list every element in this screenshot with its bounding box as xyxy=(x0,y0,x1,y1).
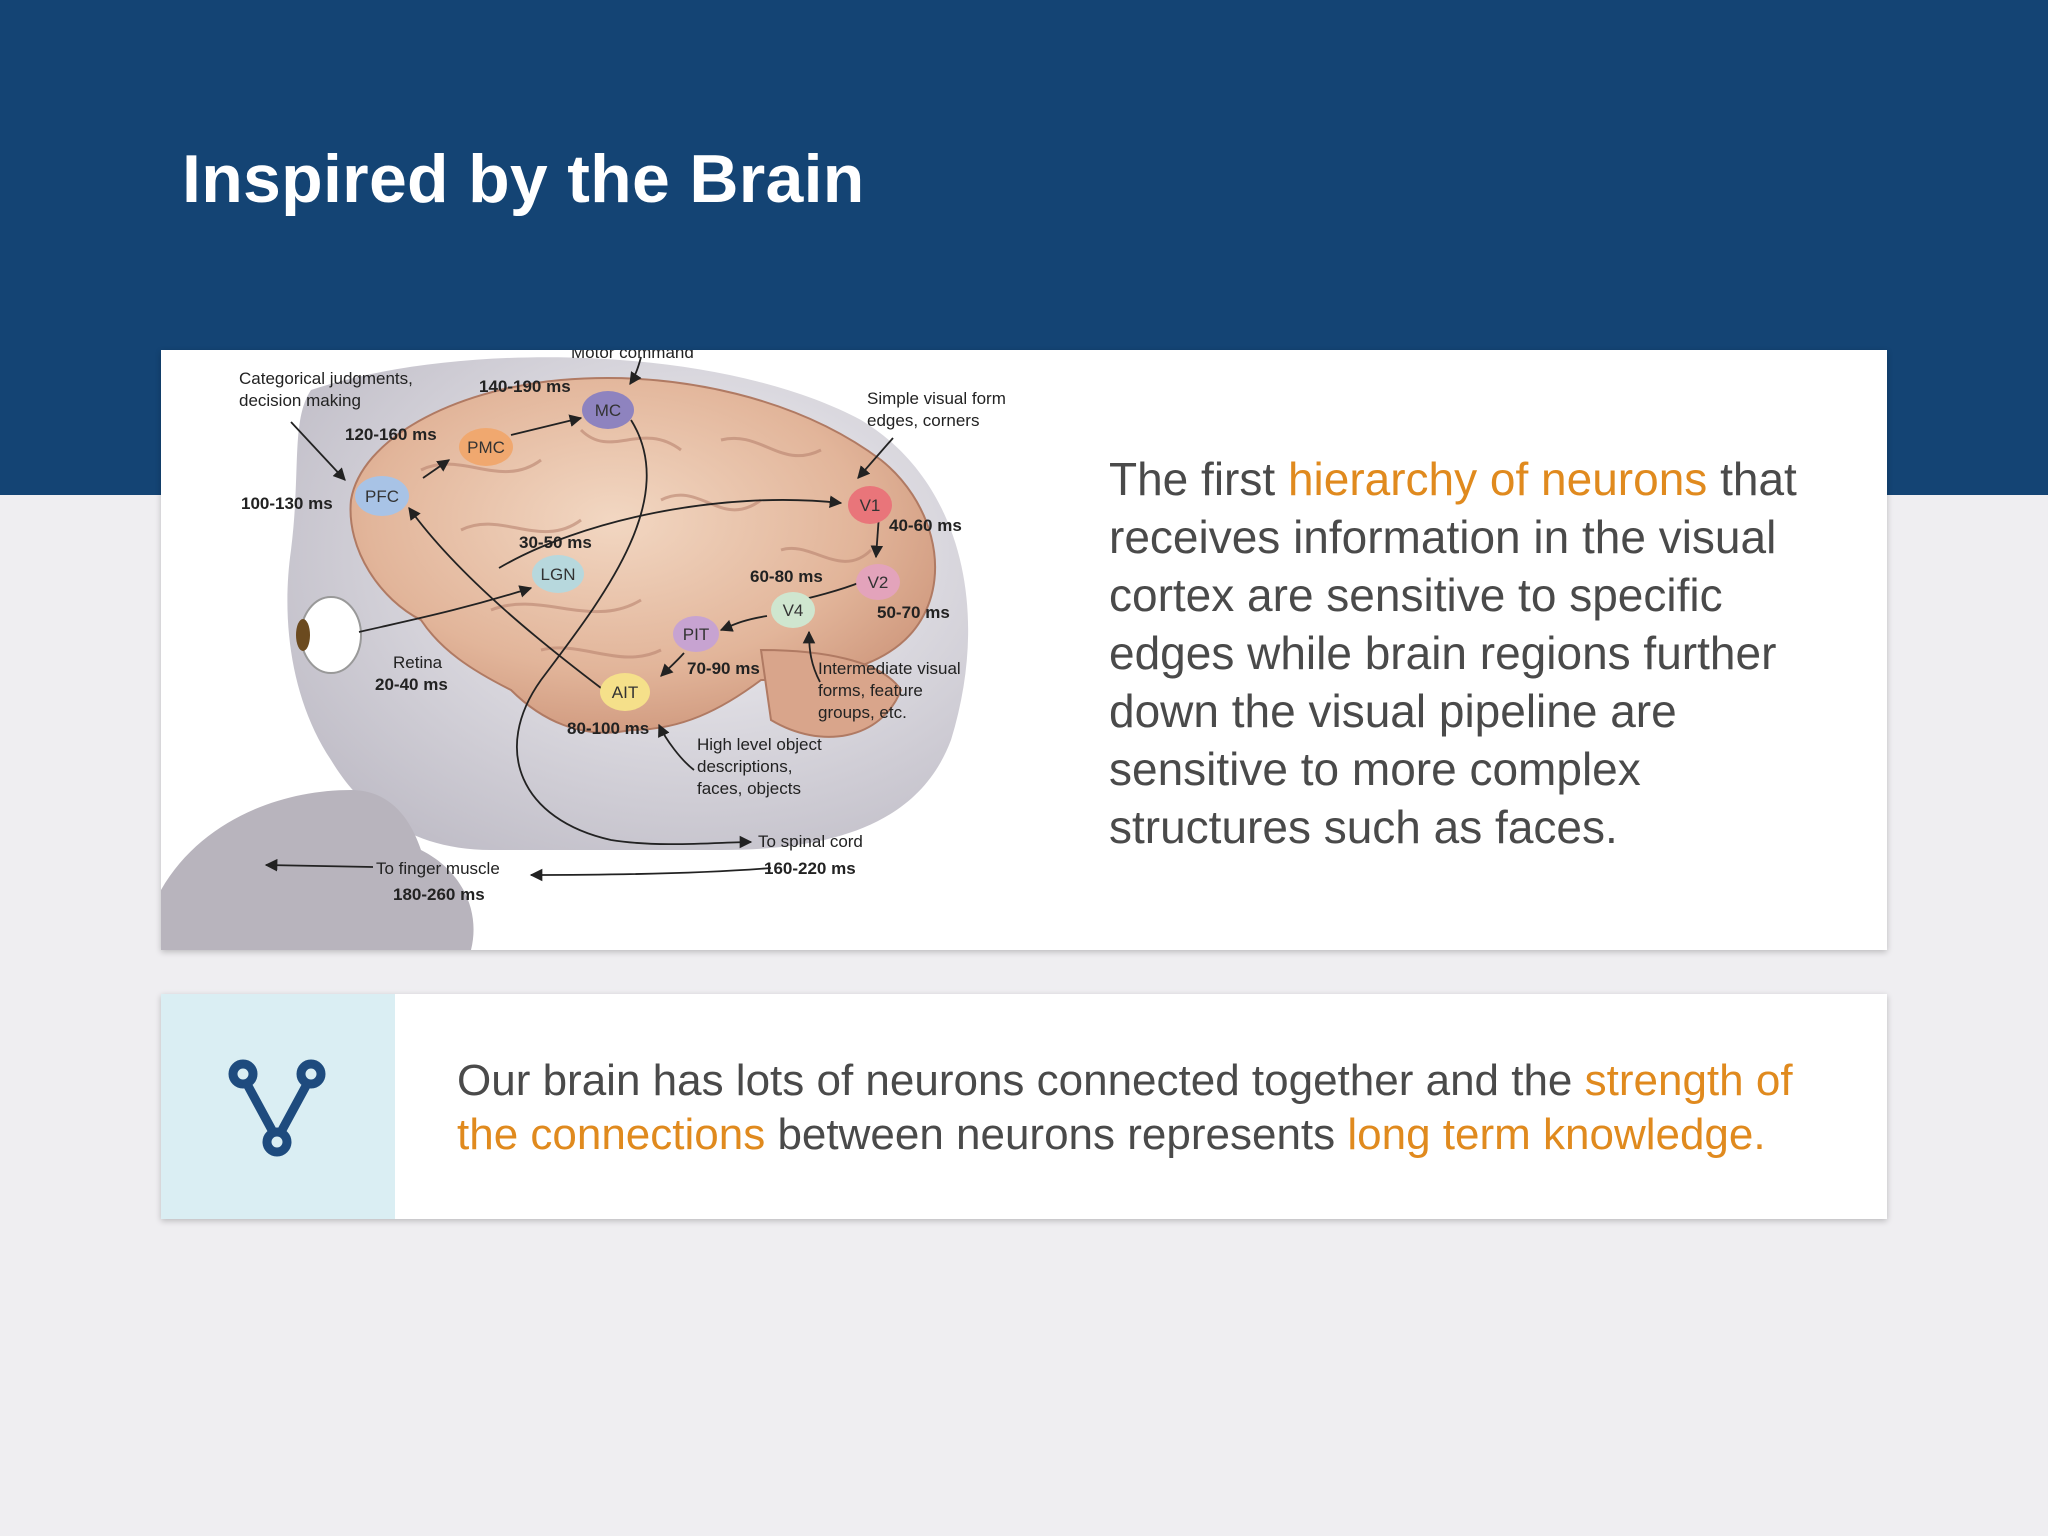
timing-finger: 180-260 ms xyxy=(393,885,485,904)
highlight-strength: strength of the connections xyxy=(457,1056,1793,1159)
spinal-cord-label: To spinal cord xyxy=(758,832,863,851)
region-lgn: LGN xyxy=(532,555,584,593)
svg-text:MC: MC xyxy=(595,401,621,420)
timing-v1: 40-60 ms xyxy=(889,516,962,535)
timing-mc: 140-190 ms xyxy=(479,377,571,396)
timing-pmc: 120-160 ms xyxy=(345,425,437,444)
svg-text:V2: V2 xyxy=(868,573,889,592)
timing-v2: 50-70 ms xyxy=(877,603,950,622)
simple-line-1: Simple visual form xyxy=(867,389,1006,408)
categorical-line-1: Categorical judgments, xyxy=(239,369,413,388)
knowledge-card: Our brain has lots of neurons connected … xyxy=(161,994,1887,1219)
timing-ait: 80-100 ms xyxy=(567,719,649,738)
region-pmc: PMC xyxy=(459,428,513,466)
svg-text:V4: V4 xyxy=(783,601,804,620)
highlight-knowledge: long term knowledge. xyxy=(1347,1110,1766,1159)
brain-diagram: MC PMC PFC LGN V1 xyxy=(161,350,1006,950)
retina-label: Retina xyxy=(393,653,443,672)
region-pfc: PFC xyxy=(355,476,409,516)
motor-command-label: Motor command xyxy=(571,350,694,362)
timing-pfc: 100-130 ms xyxy=(241,494,333,513)
finger-muscle-label: To finger muscle xyxy=(376,859,500,878)
svg-text:PFC: PFC xyxy=(365,487,399,506)
timing-lgn: 30-50 ms xyxy=(519,533,592,552)
hand-silhouette xyxy=(161,790,474,950)
highlight-hierarchy: hierarchy of neurons xyxy=(1287,453,1708,505)
svg-text:PIT: PIT xyxy=(683,625,709,644)
intermediate-line-3: groups, etc. xyxy=(818,703,907,722)
slide-title: Inspired by the Brain xyxy=(182,141,865,217)
hierarchy-description: The first hierarchy of neurons that rece… xyxy=(1109,453,1797,853)
svg-text:AIT: AIT xyxy=(612,683,638,702)
region-pit: PIT xyxy=(673,616,719,652)
high-line-3: faces, objects xyxy=(697,779,801,798)
svg-text:LGN: LGN xyxy=(541,565,576,584)
timing-retina: 20-40 ms xyxy=(375,675,448,694)
brain-figure: MC PMC PFC LGN V1 xyxy=(161,350,1041,950)
svg-text:V1: V1 xyxy=(860,496,881,515)
icon-panel xyxy=(161,994,395,1219)
timing-v4: 60-80 ms xyxy=(750,567,823,586)
timing-pit: 70-90 ms xyxy=(687,659,760,678)
region-ait: AIT xyxy=(600,673,650,711)
region-v1: V1 xyxy=(848,486,892,524)
svg-text:PMC: PMC xyxy=(467,438,505,457)
simple-line-2: edges, corners xyxy=(867,411,979,430)
knowledge-text: Our brain has lots of neurons connected … xyxy=(457,1056,1793,1159)
eye-illustration xyxy=(296,596,362,674)
intermediate-line-2: forms, feature xyxy=(818,681,923,700)
brain-card: MC PMC PFC LGN V1 xyxy=(161,350,1887,950)
region-v4: V4 xyxy=(771,592,815,628)
region-v2: V2 xyxy=(856,564,900,600)
fork-icon xyxy=(228,1059,326,1157)
high-line-1: High level object xyxy=(697,735,822,754)
region-mc: MC xyxy=(582,391,634,429)
high-line-2: descriptions, xyxy=(697,757,792,776)
timing-spinal: 160-220 ms xyxy=(764,859,856,878)
intermediate-line-1: Intermediate visual xyxy=(818,659,961,678)
categorical-line-2: decision making xyxy=(239,391,361,410)
